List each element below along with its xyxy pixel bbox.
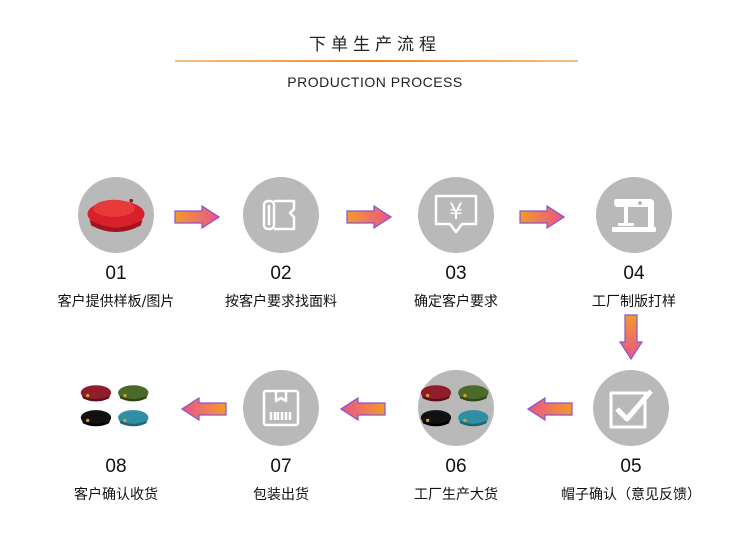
step-07-label: 包装出货 xyxy=(253,487,309,503)
step-03-circle: ¥ xyxy=(418,177,494,253)
step-05-number: 05 xyxy=(620,456,642,477)
page-title: 下单生产流程 xyxy=(309,35,441,55)
fabric-roll-icon xyxy=(262,199,296,231)
step-04-number: 04 xyxy=(623,263,645,284)
arrow-left-05-06 xyxy=(527,397,573,421)
step-01-number: 01 xyxy=(105,263,127,284)
arrow-left-06-07 xyxy=(340,397,386,421)
beret-group-icon xyxy=(80,385,149,427)
red-beret-icon xyxy=(87,198,145,233)
step-06-circle xyxy=(418,370,494,446)
arrow-right-02-03 xyxy=(346,205,392,229)
step-02-number: 02 xyxy=(270,263,292,284)
step-01: 01 客户提供样板/图片 xyxy=(31,177,201,311)
package-box-icon xyxy=(262,389,300,427)
step-01-circle xyxy=(78,177,154,253)
step-08-circle xyxy=(78,370,154,446)
step-06-label: 工厂生产大货 xyxy=(414,487,498,503)
step-06: 06 工厂生产大货 xyxy=(371,370,541,504)
step-02: 02 按客户要求找面料 xyxy=(196,177,366,311)
arrow-down-04-05 xyxy=(619,314,643,360)
arrow-right-03-04 xyxy=(519,205,565,229)
step-01-label: 客户提供样板/图片 xyxy=(57,294,175,310)
step-03-label: 确定客户要求 xyxy=(414,294,498,310)
step-08-number: 08 xyxy=(105,456,127,477)
arrow-left-07-08 xyxy=(181,397,227,421)
step-08: 08 客户确认收货 xyxy=(31,370,201,504)
checkbox-icon xyxy=(609,389,653,429)
sewing-machine-icon xyxy=(612,199,656,232)
beret-group-icon xyxy=(420,385,489,427)
step-04-label: 工厂制版打样 xyxy=(592,294,676,310)
step-05-label: 帽子确认（意见反馈） xyxy=(561,487,701,503)
page-subtitle: PRODUCTION PROCESS xyxy=(287,74,463,90)
step-02-circle xyxy=(243,177,319,253)
step-07-circle xyxy=(243,370,319,446)
step-08-label: 客户确认收货 xyxy=(74,487,158,503)
step-05: 05 帽子确认（意见反馈） xyxy=(546,370,716,504)
step-05-circle xyxy=(593,370,669,446)
step-03: ¥ 03 确定客户要求 xyxy=(371,177,541,311)
step-07-number: 07 xyxy=(270,456,292,477)
step-07: 07 包装出货 xyxy=(196,370,366,504)
step-06-number: 06 xyxy=(445,456,467,477)
step-03-number: 03 xyxy=(445,263,467,284)
title-underline xyxy=(175,60,578,62)
step-02-label: 按客户要求找面料 xyxy=(225,294,337,310)
yen-message-icon: ¥ xyxy=(434,194,478,234)
step-04-circle xyxy=(596,177,672,253)
arrow-right-01-02 xyxy=(174,205,220,229)
step-04: 04 工厂制版打样 xyxy=(549,177,719,311)
svg-text:¥: ¥ xyxy=(449,200,463,225)
